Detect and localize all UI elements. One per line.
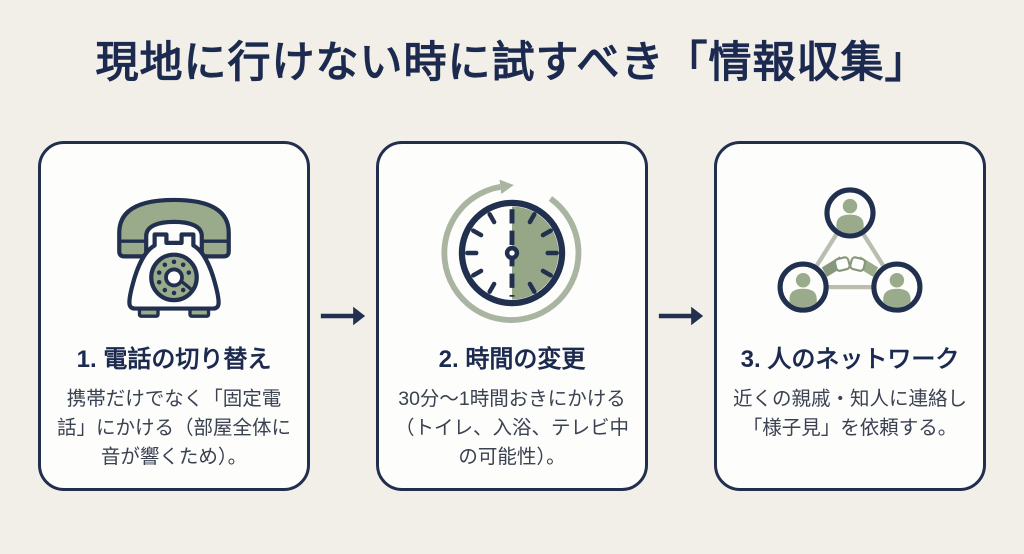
step-title: 1. 電話の切り替え [76,346,272,374]
step-description: 30分〜1時間おきにかける（トイレ、入浴、テレビ中の可能性）。 [394,387,629,469]
step-title: 2. 時間の変更 [438,346,586,374]
step-card-clock: 2. 時間の変更 30分〜1時間おきにかける（トイレ、入浴、テレビ中の可能性）。 [376,141,648,492]
step-description: 携帯だけでなく「固定電話」にかける（部屋全体に音が響くため）。 [56,387,291,469]
step-card-network: 3. 人のネットワーク 近くの親戚・知人に連絡し「様子見」を依頼する。 [714,141,986,492]
steps-row: 1. 電話の切り替え 携帯だけでなく「固定電話」にかける（部屋全体に音が響くため… [0,141,1024,492]
flow-arrow-icon [310,144,376,488]
step-card-phone: 1. 電話の切り替え 携帯だけでなく「固定電話」にかける（部屋全体に音が響くため… [38,141,310,492]
people-network-icon [769,174,931,332]
flow-arrow-icon [648,144,714,488]
rotary-phone-icon [94,174,254,332]
step-description: 近くの親戚・知人に連絡し「様子見」を依頼する。 [732,387,967,440]
countdown-clock-icon [436,174,588,332]
step-title: 3. 人のネットワーク [740,346,960,374]
main-title: 現地に行けない時に試すべき「情報収集」 [95,39,929,87]
